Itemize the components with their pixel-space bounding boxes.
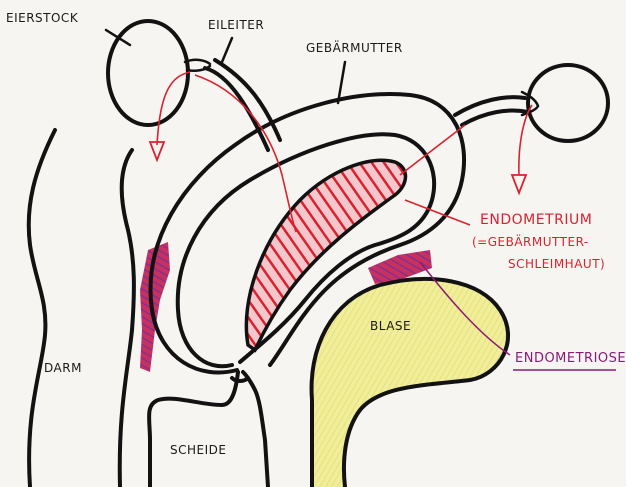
- label-eierstock: EIERSTOCK: [6, 11, 79, 25]
- cervix-mark: [232, 378, 248, 381]
- fallopian-tube-right-inner: [462, 111, 528, 125]
- fallopian-tube-left-outer: [205, 68, 268, 150]
- fallopian-tube-left-inner: [215, 60, 280, 140]
- endometrium-pointer-line: [405, 200, 470, 225]
- label-endometrium: ENDOMETRIUM: [480, 212, 592, 228]
- ovary-left: [108, 21, 188, 125]
- label-endometriose: ENDOMETRIOSE: [515, 351, 626, 366]
- label-darm: DARM: [44, 361, 82, 375]
- eileiter-pointer: [222, 38, 232, 62]
- ovary-left-arrow-line: [157, 72, 190, 145]
- egg-path-line: [195, 75, 296, 232]
- arrow-down-icon: [512, 175, 526, 193]
- label-endometrium-note-2: SCHLEIMHAUT): [508, 257, 605, 271]
- ovary-right: [528, 65, 608, 141]
- label-gebaermutter: GEBÄRMUTTER: [306, 40, 403, 55]
- eierstock-pointer: [106, 30, 130, 45]
- label-eileiter: EILEITER: [208, 18, 264, 32]
- vagina-left-wall: [149, 372, 238, 487]
- label-endometrium-note-1: (=GEBÄRMUTTER-: [472, 234, 589, 249]
- label-blase: BLASE: [370, 319, 411, 333]
- label-scheide: SCHEIDE: [170, 443, 226, 457]
- intestine-left-wall: [29, 130, 55, 487]
- intestine-right-wall: [120, 150, 134, 487]
- vagina-right-wall: [243, 372, 268, 487]
